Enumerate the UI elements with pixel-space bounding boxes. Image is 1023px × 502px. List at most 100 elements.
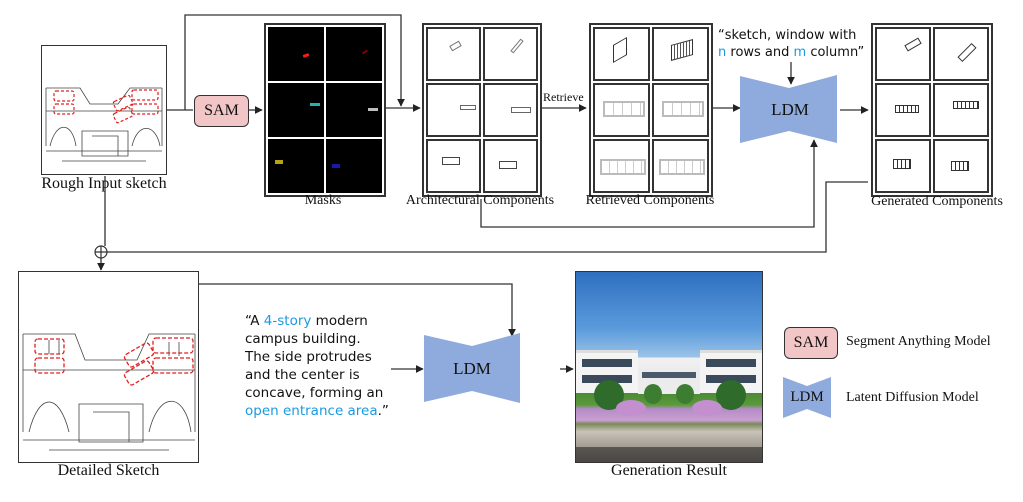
window-row <box>582 375 632 383</box>
mask-cell <box>326 27 382 81</box>
window-icon <box>659 159 705 175</box>
prompt-text: “A <box>245 313 264 329</box>
window-fragment-icon <box>499 161 517 169</box>
generated-window-icon <box>957 42 977 63</box>
detailed-sketch-caption: Detailed Sketch <box>57 462 160 479</box>
component-cell <box>875 83 931 137</box>
edge-generated-to-sum <box>107 181 868 253</box>
blossom-right <box>692 400 722 416</box>
mask-blob <box>368 108 378 111</box>
prompt-var-n: n <box>718 45 727 60</box>
scene-prompt-line: open entrance area.” <box>245 402 395 420</box>
component-cell <box>593 83 650 137</box>
generated-window-icon <box>904 37 922 52</box>
component-cell <box>652 27 709 81</box>
window-icon <box>662 101 704 117</box>
prompt-text: .” <box>377 403 389 419</box>
generated-components-panel <box>871 23 993 197</box>
edge-detailed-to-ldm <box>198 283 516 337</box>
masks-caption: Masks <box>304 193 342 208</box>
component-cell <box>483 27 538 81</box>
component-prompt-line2: n rows and m column” <box>718 44 868 61</box>
component-cell <box>483 83 538 137</box>
tree-center-left <box>644 384 662 404</box>
mask-cell <box>268 83 324 137</box>
masks-panel <box>264 23 386 197</box>
legend-sam-label: SAM <box>793 334 829 351</box>
generation-result-image <box>575 271 763 463</box>
mask-blob <box>302 53 310 58</box>
component-cell <box>652 83 709 137</box>
window-row <box>582 359 632 367</box>
mask-cell <box>268 139 324 193</box>
building-sketch-icon <box>45 87 163 162</box>
window-fragment-icon <box>511 107 531 113</box>
retrieve-label: Retrieve <box>543 90 584 104</box>
window-fragment-icon <box>442 157 460 165</box>
window-icon <box>600 159 646 175</box>
sam-block: SAM <box>194 95 249 127</box>
mask-cell <box>268 27 324 81</box>
component-cell <box>426 83 481 137</box>
edge-sketch-bypass <box>184 14 405 110</box>
generation-result-caption: Generation Result <box>611 462 727 479</box>
component-cell <box>933 83 989 137</box>
component-cell <box>426 27 481 81</box>
ldm-legend-icon <box>783 377 831 418</box>
mask-cell <box>326 139 382 193</box>
window-fragment-icon <box>510 38 524 54</box>
component-prompt-line1: “sketch, window with <box>718 28 857 43</box>
component-cell <box>593 139 650 193</box>
detailed-sketch <box>18 271 199 463</box>
ldm-top-label: LDM <box>771 100 809 119</box>
window-row <box>706 375 756 383</box>
prompt-highlight-entrance: open entrance area <box>245 403 378 419</box>
prompt-var-m: m <box>793 45 807 60</box>
architectural-components-caption: Architectural Components <box>405 193 555 208</box>
component-prompt: “sketch, window with n rows and m column… <box>718 27 868 61</box>
window-row <box>642 372 696 378</box>
ldm-bottom-label: LDM <box>453 359 491 378</box>
generated-window-icon <box>951 161 969 171</box>
component-cell <box>652 139 709 193</box>
window-icon <box>671 39 693 61</box>
legend-ldm-description: Latent Diffusion Model <box>846 390 979 405</box>
scene-prompt-line: concave, forming an <box>245 385 384 401</box>
generated-window-icon <box>953 101 979 109</box>
prompt-text: rows and <box>726 45 794 60</box>
ldm-top-icon <box>740 75 837 143</box>
sam-label: SAM <box>204 102 239 119</box>
component-cell <box>875 139 931 193</box>
window-icon <box>603 101 645 117</box>
legend-sam-symbol: SAM <box>784 327 838 359</box>
component-cell <box>483 139 538 193</box>
rough-input-sketch <box>41 45 167 175</box>
legend-ldm-label: LDM <box>790 389 824 405</box>
mask-blob <box>361 49 369 55</box>
window-icon <box>613 36 627 64</box>
component-cell <box>933 27 989 81</box>
mask-blob <box>310 103 320 106</box>
window-fragment-icon <box>460 105 476 110</box>
blossom-left <box>616 400 646 416</box>
scene-prompt-line: The side protrudes <box>245 349 372 365</box>
ldm-bottom-icon <box>424 333 520 403</box>
architectural-components-panel <box>422 23 542 197</box>
sum-node-icon <box>94 245 108 259</box>
mask-blob <box>275 160 283 164</box>
prompt-text: modern <box>311 313 368 329</box>
component-cell <box>593 27 650 81</box>
mask-cell <box>326 83 382 137</box>
generated-window-icon <box>895 105 919 113</box>
mask-blob <box>332 164 340 168</box>
edge-arch-to-ldm-condition <box>480 139 818 228</box>
prompt-text: column” <box>806 45 865 60</box>
retrieved-components-panel <box>589 23 713 197</box>
tree-center-right <box>676 384 694 404</box>
generated-components-caption: Generated Components <box>871 194 1003 209</box>
legend-sam-description: Segment Anything Model <box>846 334 991 349</box>
scene-prompt: “A 4-story modern campus building. The s… <box>245 312 395 420</box>
component-cell <box>426 139 481 193</box>
scene-prompt-line: campus building. <box>245 331 361 347</box>
